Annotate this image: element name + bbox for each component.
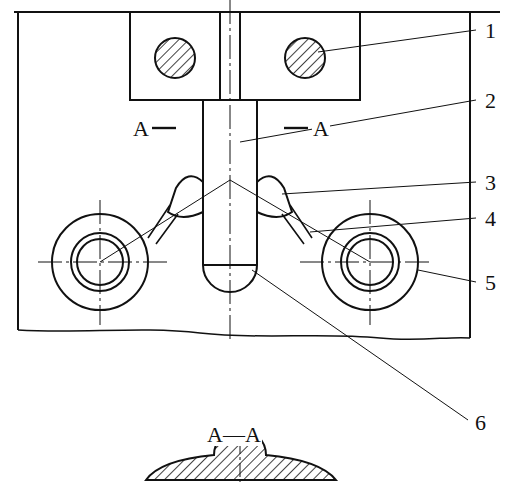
force-line xyxy=(100,180,230,262)
leader-line xyxy=(418,270,476,282)
section-letter: A xyxy=(132,118,150,140)
center-line xyxy=(230,0,231,340)
leader-line xyxy=(252,270,468,420)
center-line xyxy=(370,200,371,325)
leader-line xyxy=(318,30,476,52)
callout-number: 6 xyxy=(474,412,487,434)
pin xyxy=(148,205,178,244)
callout-number: 3 xyxy=(484,172,497,194)
leader-line xyxy=(282,182,476,194)
wedge xyxy=(257,176,292,217)
callout-number: 5 xyxy=(484,272,497,294)
body-left-edge xyxy=(17,12,19,330)
center-line xyxy=(300,262,432,263)
pin xyxy=(282,205,312,244)
screw xyxy=(155,38,195,78)
screw xyxy=(285,38,325,78)
center-line xyxy=(38,262,170,263)
body-right-edge xyxy=(469,12,471,338)
force-line xyxy=(230,180,370,262)
center-line xyxy=(100,200,101,325)
leader-line xyxy=(240,100,476,142)
callout-number: 4 xyxy=(484,208,497,230)
callout-number: 1 xyxy=(484,20,497,42)
wedge xyxy=(168,176,203,217)
clamp-slot xyxy=(219,12,221,100)
section-title: A—A xyxy=(206,424,262,446)
leader-line xyxy=(310,218,476,232)
clamp-slot xyxy=(239,12,241,100)
section-mark xyxy=(152,127,176,129)
section-mark xyxy=(284,127,308,129)
section-letter: A xyxy=(312,118,330,140)
break-line xyxy=(18,330,470,339)
callout-number: 2 xyxy=(484,90,497,112)
clamp-block xyxy=(130,12,360,100)
